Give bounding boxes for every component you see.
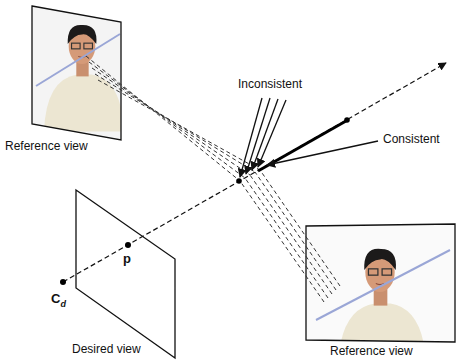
camera-center-label: Cd: [51, 292, 66, 309]
reference-image: Reference view: [32, 6, 122, 141]
callout-label: Inconsistent: [238, 78, 302, 92]
callout-label: Consistent: [383, 133, 440, 147]
view-frame: [306, 224, 456, 343]
image-plane: Desired view: [76, 190, 176, 359]
view-frame: [76, 190, 176, 359]
reference-image: Reference view: [306, 224, 456, 343]
point-label: p: [123, 252, 131, 267]
view-frame: [32, 6, 122, 141]
view-label: Reference view: [5, 140, 88, 154]
view-label: Reference view: [330, 345, 413, 359]
view-label: Desired view: [72, 343, 141, 357]
